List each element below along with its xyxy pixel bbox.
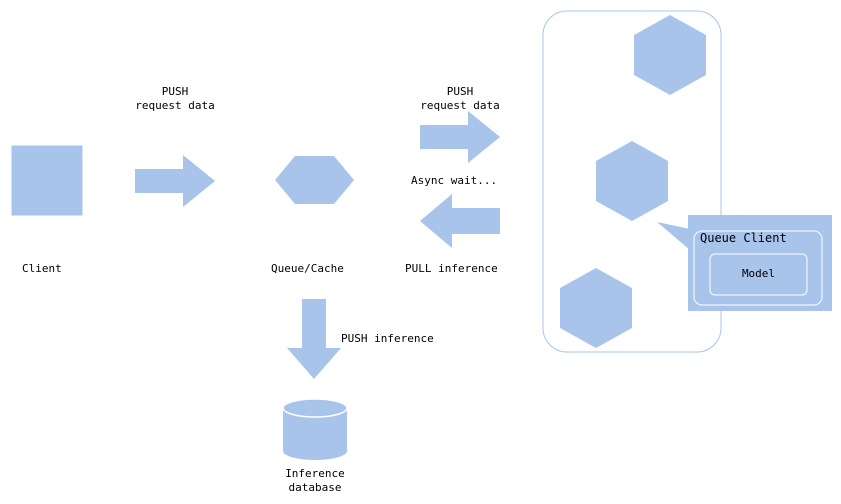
push-request-label-1: PUSH request data <box>116 85 234 113</box>
database-top-rim <box>282 398 348 418</box>
push-inference-arrow <box>287 299 341 379</box>
queue-client-label: Queue Client <box>700 231 787 245</box>
queue-cache-node <box>275 156 354 204</box>
client-label: Client <box>22 262 62 275</box>
async-wait-label: Async wait... <box>411 174 498 187</box>
push-request-label-2-line2: request data <box>420 99 500 112</box>
worker-node-middle <box>596 141 668 221</box>
worker-node-top <box>634 15 706 95</box>
model-box <box>709 253 808 296</box>
push-inference-label: PUSH inference <box>341 332 434 345</box>
inference-database-label: Inference database <box>255 467 375 495</box>
push-request-label-2-line1: PUSH <box>446 85 474 98</box>
worker-node-bottom <box>560 268 632 348</box>
pull-inference-arrow <box>420 194 500 248</box>
queue-cache-label: Queue/Cache <box>271 262 344 275</box>
push-request-arrow-workers <box>420 111 500 163</box>
push-request-label-1-line1: PUSH <box>161 85 189 98</box>
database-label-line2: database <box>288 481 342 494</box>
database-label-line1: Inference <box>285 467 345 480</box>
push-request-label-2: PUSH request data <box>401 85 519 113</box>
client-box <box>10 144 84 217</box>
push-request-arrow-client <box>135 155 215 207</box>
push-request-label-1-line2: request data <box>135 99 215 112</box>
model-label: Model <box>741 267 776 280</box>
pull-inference-label: PULL inference <box>405 262 498 275</box>
callout-pointer <box>657 222 690 250</box>
